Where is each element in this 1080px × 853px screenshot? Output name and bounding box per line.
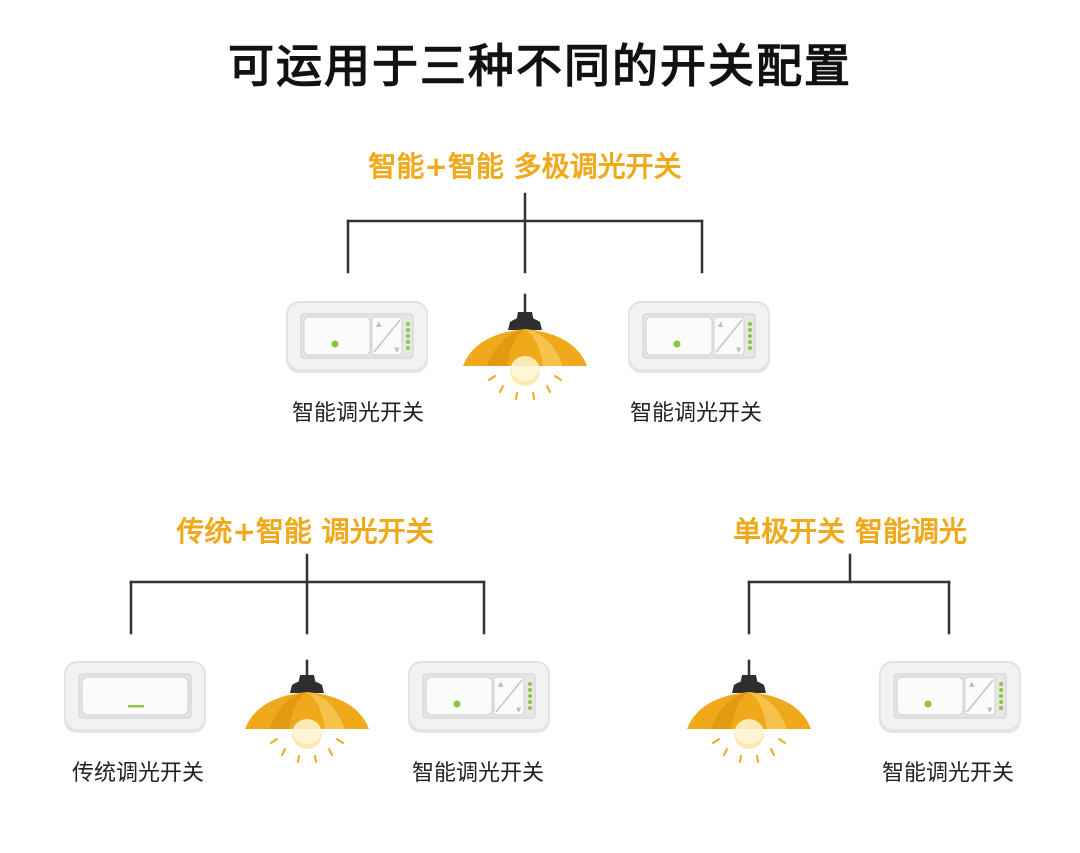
page-title: 可运用于三种不同的开关配置: [228, 39, 852, 93]
svg-text:▼: ▼: [736, 346, 742, 354]
smart-dimmer-switch-icon: ▲ ▼: [408, 661, 550, 733]
config-1-right-label: 智能调光开关: [629, 401, 762, 426]
config-2-heading: 传统+智能 调光开关: [176, 515, 434, 548]
config-2-right-label: 智能调光开关: [411, 761, 544, 786]
config-3-heading: 单极开关 智能调光: [733, 515, 967, 548]
config-2-left-label: 传统调光开关: [71, 761, 204, 786]
pendant-lamp-icon: [463, 312, 587, 400]
svg-text:▲: ▲: [498, 680, 504, 688]
svg-text:▼: ▼: [516, 706, 522, 714]
smart-dimmer-switch-icon: ▲ ▼: [628, 301, 770, 373]
smart-dimmer-switch-icon: ▲ ▼: [879, 661, 1021, 733]
svg-text:▼: ▼: [987, 706, 993, 714]
config-1-heading: 智能+智能 多极调光开关: [368, 150, 682, 183]
svg-text:▼: ▼: [394, 346, 400, 354]
svg-text:▲: ▲: [376, 320, 382, 328]
smart-dimmer-switch-icon: ▲ ▼: [286, 301, 428, 373]
config-3-right-label: 智能调光开关: [881, 761, 1014, 786]
config-1-left-label: 智能调光开关: [291, 401, 424, 426]
svg-text:▲: ▲: [718, 320, 724, 328]
pendant-lamp-icon: [245, 675, 369, 763]
pendant-lamp-icon: [687, 675, 811, 763]
traditional-dimmer-switch-icon: [64, 661, 206, 733]
svg-text:▲: ▲: [969, 680, 975, 688]
